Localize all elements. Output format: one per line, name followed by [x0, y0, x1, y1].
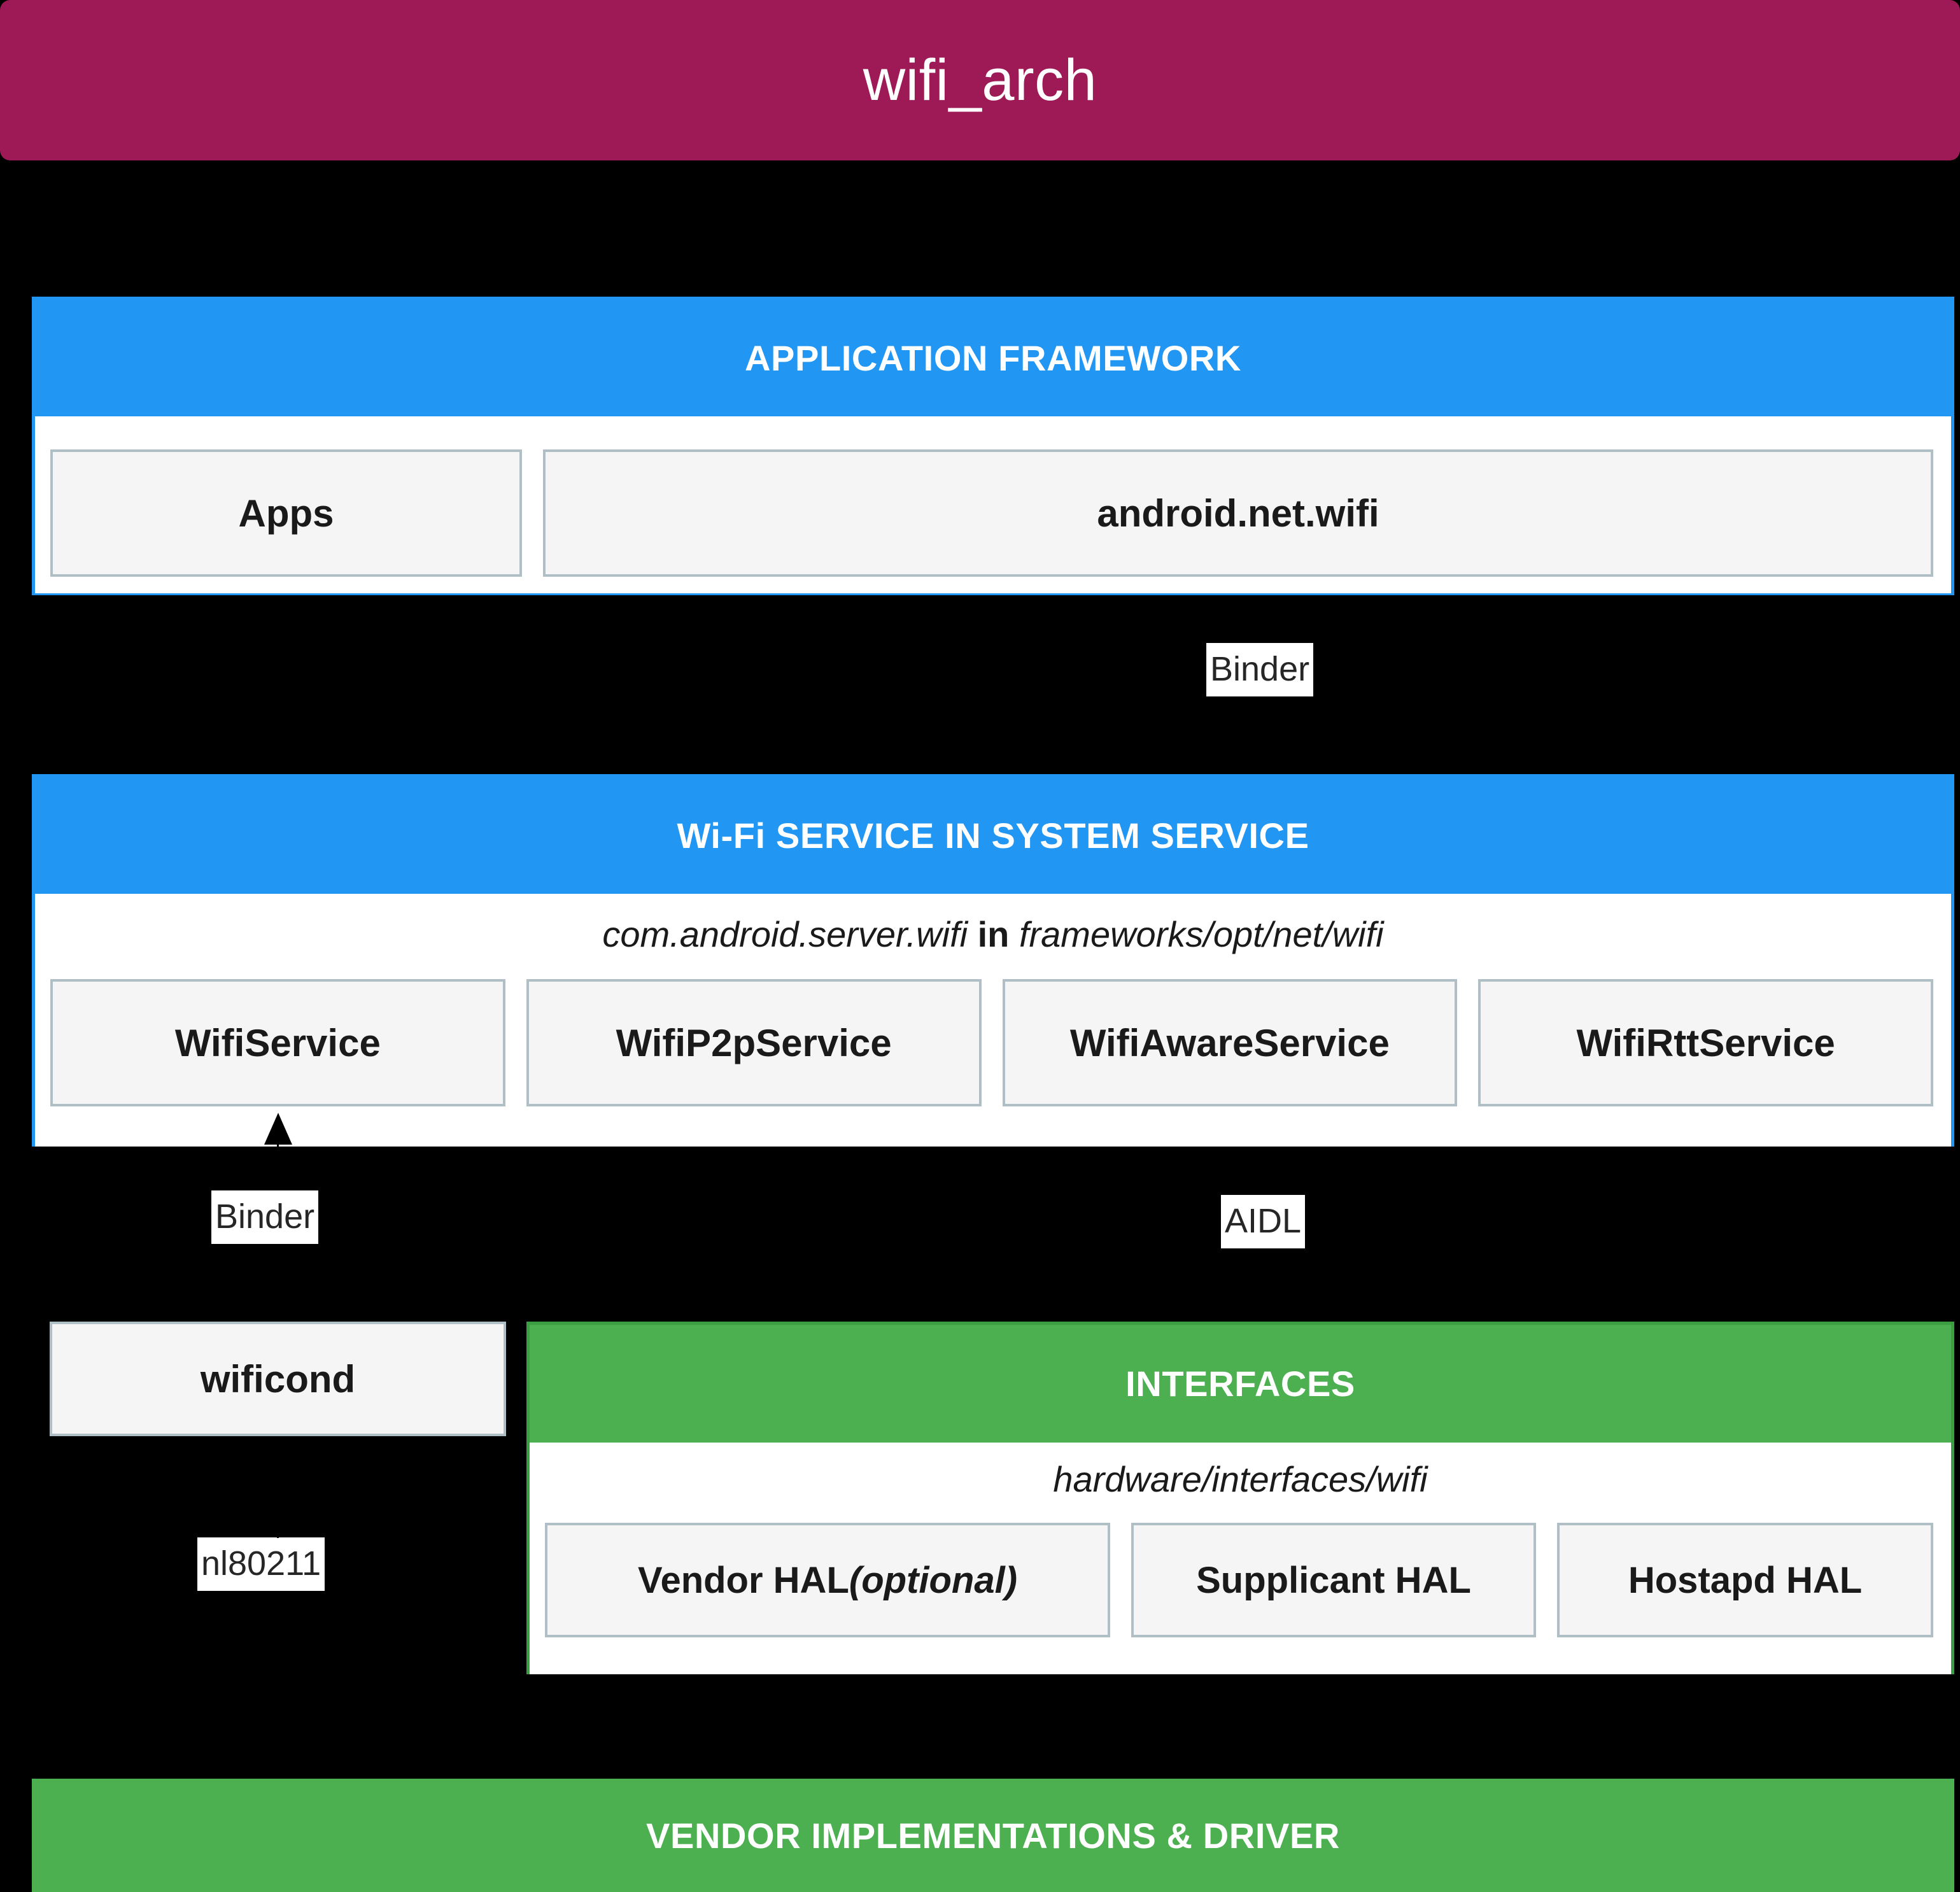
edge-label-binder-framework-to-service: Binder: [1206, 643, 1314, 696]
node-android-net-wifi[interactable]: android.net.wifi: [543, 449, 1933, 577]
node-wifip2pservice[interactable]: WifiP2pService: [526, 979, 982, 1106]
node-apps[interactable]: Apps: [50, 449, 522, 577]
wifi-service-subtitle-joiner: in: [977, 914, 1010, 954]
node-wifip2pservice-label: WifiP2pService: [616, 1021, 892, 1064]
node-wifirttservice-label: WifiRttService: [1576, 1021, 1835, 1064]
edge-label-binder-wificond-to-wifiservice: Binder: [211, 1190, 319, 1244]
page-title: wifi_arch: [863, 48, 1097, 113]
interfaces-body: hardware/interfaces/wifi Vendor HAL (opt…: [530, 1443, 1951, 1674]
wifi-service-header: Wi-Fi SERVICE IN SYSTEM SERVICE: [35, 777, 1951, 894]
edge-label-nl80211: nl80211: [197, 1537, 325, 1591]
connector-interfaces-to-vendor: [1273, 1760, 1275, 1780]
node-wifiawareservice-label: WifiAwareService: [1069, 1021, 1390, 1064]
wifi-service-body: com.android.server.wifi in frameworks/op…: [35, 894, 1951, 1147]
page-title-bar: wifi_arch: [0, 0, 1960, 160]
node-android-net-wifi-label: android.net.wifi: [1097, 491, 1379, 535]
node-supplicant-hal[interactable]: Supplicant HAL: [1131, 1523, 1536, 1637]
wifi-service-subtitle: com.android.server.wifi in frameworks/op…: [35, 917, 1951, 952]
node-vendor-hal[interactable]: Vendor HAL (optional): [545, 1523, 1110, 1637]
node-wifiawareservice[interactable]: WifiAwareService: [1002, 979, 1458, 1106]
interfaces-node-row: Vendor HAL (optional) Supplicant HAL Hos…: [545, 1523, 1933, 1637]
application-framework-header: APPLICATION FRAMEWORK: [35, 300, 1951, 416]
wifi-service-subtitle-package: com.android.server.wifi: [602, 914, 968, 954]
node-wifiservice-label: WifiService: [174, 1021, 381, 1064]
wifi-service-node-row: WifiService WifiP2pService WifiAwareServ…: [50, 979, 1933, 1106]
interfaces-header: INTERFACES: [530, 1325, 1951, 1443]
node-apps-label: Apps: [238, 491, 334, 535]
vendor-implementations-header: VENDOR IMPLEMENTATIONS & DRIVER: [646, 1815, 1340, 1856]
arrow-up-icon-wificond-to-wifiservice: [264, 1113, 292, 1145]
node-wifirttservice[interactable]: WifiRttService: [1478, 979, 1933, 1106]
wifi-service-section: Wi-Fi SERVICE IN SYSTEM SERVICE com.andr…: [32, 774, 1954, 1147]
application-framework-node-row: Apps android.net.wifi: [50, 449, 1933, 577]
node-supplicant-hal-label: Supplicant HAL: [1196, 1559, 1471, 1601]
node-hostapd-hal[interactable]: Hostapd HAL: [1557, 1523, 1933, 1637]
connector-wificond-to-vendor-top: [277, 1436, 279, 1538]
node-vendor-hal-optional: (optional): [849, 1559, 1018, 1601]
application-framework-body: Apps android.net.wifi: [35, 416, 1951, 593]
vendor-implementations-section: VENDOR IMPLEMENTATIONS & DRIVER: [32, 1779, 1954, 1892]
node-vendor-hal-label: Vendor HAL: [637, 1559, 849, 1601]
application-framework-section: APPLICATION FRAMEWORK Apps android.net.w…: [32, 297, 1954, 595]
connector-wificond-to-vendor-bottom: [277, 1611, 279, 1779]
interfaces-subtitle-path: hardware/interfaces/wifi: [1053, 1459, 1428, 1499]
wifi-service-subtitle-path: frameworks/opt/net/wifi: [1019, 914, 1384, 954]
node-wifiservice[interactable]: WifiService: [50, 979, 505, 1106]
interfaces-section: INTERFACES hardware/interfaces/wifi Vend…: [526, 1322, 1954, 1674]
node-wificond-label: wificond: [200, 1357, 356, 1401]
node-hostapd-hal-label: Hostapd HAL: [1628, 1559, 1863, 1601]
edge-label-aidl: AIDL: [1221, 1195, 1306, 1248]
node-wificond[interactable]: wificond: [50, 1322, 506, 1436]
